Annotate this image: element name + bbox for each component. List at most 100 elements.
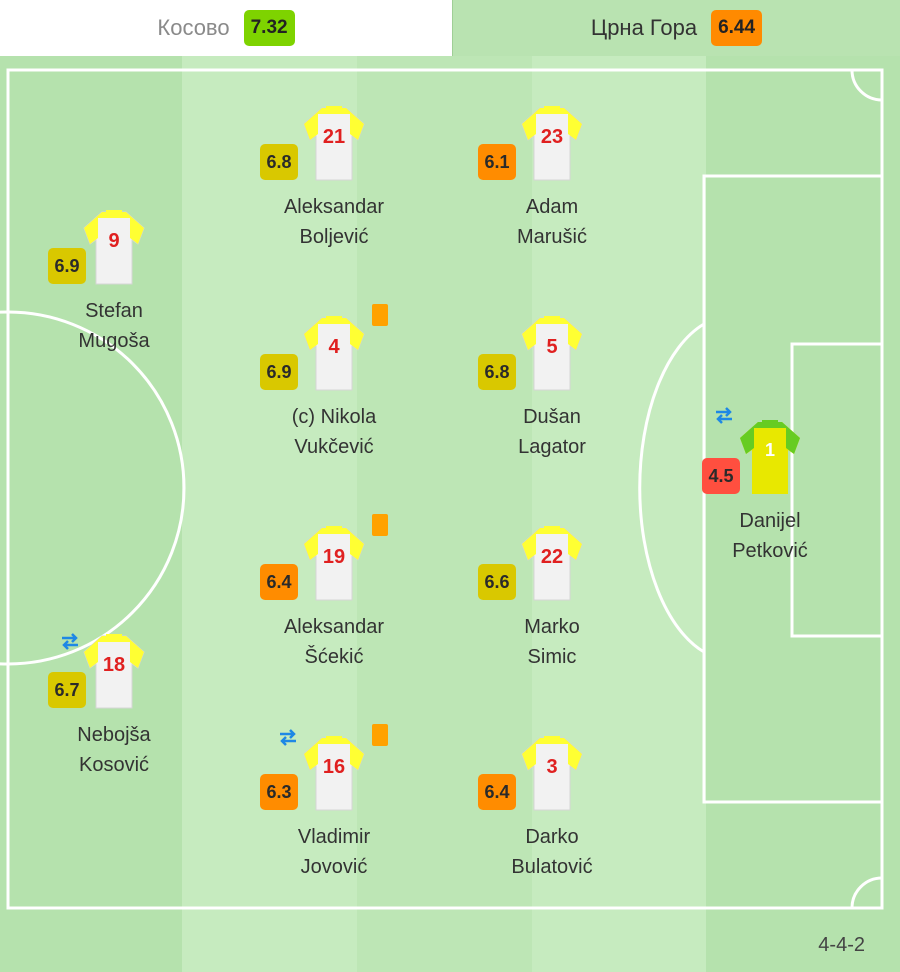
shirt-icon	[303, 526, 365, 601]
goal-area	[790, 342, 884, 638]
pitch-markings	[0, 68, 884, 910]
player-card[interactable]: 16 6.3 Vladimir Jovović	[234, 724, 434, 912]
shirt-icon	[303, 736, 365, 811]
player-last-name: Petković	[732, 540, 808, 562]
player-first-name: Darko	[525, 826, 579, 848]
team-tabs: Косово 7.32 Црна Гора 6.44	[0, 0, 900, 56]
substitution-icon	[716, 407, 732, 424]
shirt-number: 9	[108, 230, 120, 252]
player-name: Marko Simic	[452, 612, 652, 672]
shirt-icon	[303, 106, 365, 181]
player-name: Nebojša Kosović	[14, 720, 214, 780]
player-last-name: Marušić	[516, 226, 587, 248]
player-card[interactable]: 5 6.8 Dušan Lagator	[452, 312, 652, 492]
player-first-name: Vladimir	[297, 826, 371, 848]
player-last-name: Kosović	[78, 754, 150, 776]
player-last-name: Simic	[527, 646, 577, 668]
player-last-name: Vukčević	[294, 436, 374, 458]
tab-kosovo[interactable]: Косово 7.32	[0, 0, 452, 56]
player-first-name: Aleksandar	[283, 616, 385, 638]
player-last-name: Lagator	[518, 436, 586, 458]
player-name: Dušan Lagator	[452, 402, 652, 462]
tab-montenegro[interactable]: Црна Гора 6.44	[452, 0, 900, 56]
shirt-icon	[521, 736, 583, 811]
player-card[interactable]: 22 6.6 Marko Simic	[452, 522, 652, 702]
corner-arc-bottom	[850, 876, 883, 909]
shirt-icon	[303, 316, 365, 391]
centre-circle	[0, 310, 186, 666]
shirt-icon	[83, 634, 145, 709]
shirt-number: 3	[546, 756, 558, 778]
shirt-number: 21	[322, 126, 346, 148]
player-name: Vladimir Jovović	[234, 822, 434, 882]
player-first-name: Aleksandar	[283, 196, 385, 218]
player-card[interactable]: 3 6.4 Darko Bulatović	[452, 732, 652, 912]
player-first-name: Stefan	[85, 300, 143, 322]
player-card[interactable]: 9 6.9 Stefan Mugoša	[14, 206, 214, 386]
player-last-name: Boljević	[299, 226, 369, 248]
team-rating-badge: 6.44	[711, 10, 763, 46]
player-rating: 6.4	[260, 564, 298, 600]
player-rating: 6.9	[260, 354, 298, 390]
goalkeeper-shirt-icon	[740, 420, 800, 494]
shirt-number: 5	[546, 336, 558, 358]
substitution-icon	[62, 633, 78, 650]
player-rating: 6.4	[478, 774, 516, 810]
player-rating: 6.7	[48, 672, 86, 708]
yellow-card-icon	[372, 724, 388, 746]
shirt-number: 22	[540, 546, 564, 568]
team-rating-badge: 7.32	[243, 10, 295, 46]
shirt-icon	[83, 210, 145, 285]
corner-arc-top	[850, 69, 883, 102]
player-card[interactable]: 4 6.9 (c) Nikola Vukčević	[234, 304, 434, 492]
player-first-name: Marko	[524, 616, 580, 638]
yellow-card-icon	[372, 304, 388, 326]
shirt-icon	[521, 526, 583, 601]
player-name: Darko Bulatović	[452, 822, 652, 882]
shirt-number: 4	[328, 336, 340, 358]
player-name: (c) Nikola Vukčević	[234, 402, 434, 462]
penalty-arc	[638, 322, 705, 654]
shirt-number: 18	[102, 654, 126, 676]
player-name: Stefan Mugoša	[14, 296, 214, 356]
player-card[interactable]: 23 6.1 Adam Marušić	[452, 102, 652, 282]
tab-team-name: Косово	[157, 15, 230, 40]
player-rating: 6.6	[478, 564, 516, 600]
player-card[interactable]: 19 6.4 Aleksandar Šćekić	[234, 514, 434, 702]
player-rating: 6.8	[260, 144, 298, 180]
pitch-stripe	[532, 56, 706, 972]
player-first-name: Danijel	[739, 510, 801, 532]
player-first-name: Dušan	[523, 406, 581, 428]
player-rating: 6.3	[260, 774, 298, 810]
shirt-number: 16	[322, 756, 346, 778]
shirt-icon	[521, 106, 583, 181]
player-card[interactable]: 18 6.7 Nebojša Kosović	[14, 630, 214, 810]
substitution-icon	[280, 729, 296, 746]
formation-label: 4-4-2	[818, 934, 865, 956]
player-first-name: Adam	[525, 196, 579, 218]
player-name: Adam Marušić	[452, 192, 652, 252]
tab-team-name: Црна Гора	[590, 15, 698, 40]
pitch: 9 6.9 Stefan Mugoša 18 6.7 Nebojša Kosov…	[0, 56, 900, 972]
pitch-stripe	[182, 56, 357, 972]
player-name: Danijel Petković	[670, 506, 870, 566]
yellow-card-icon	[372, 514, 388, 536]
player-card[interactable]: 21 6.8 Aleksandar Boljević	[234, 102, 434, 282]
shirt-icon	[521, 316, 583, 391]
player-last-name: Jovović	[300, 856, 368, 878]
shirt-number: 1	[764, 440, 775, 460]
player-last-name: Bulatović	[511, 856, 593, 878]
player-rating: 4.5	[702, 458, 740, 494]
player-rating: 6.9	[48, 248, 86, 284]
player-last-name: Šćekić	[304, 646, 364, 668]
player-last-name: Mugoša	[78, 330, 150, 352]
player-first-name: Nebojša	[77, 724, 151, 746]
player-card[interactable]: 1 4.5 Danijel Petković	[670, 407, 870, 596]
shirt-number: 19	[322, 546, 346, 568]
player-first-name: (c) Nikola	[291, 406, 377, 428]
player-rating: 6.8	[478, 354, 516, 390]
player-name: Aleksandar Šćekić	[234, 612, 434, 672]
shirt-number: 23	[540, 126, 564, 148]
player-name: Aleksandar Boljević	[234, 192, 434, 252]
player-rating: 6.1	[478, 144, 516, 180]
